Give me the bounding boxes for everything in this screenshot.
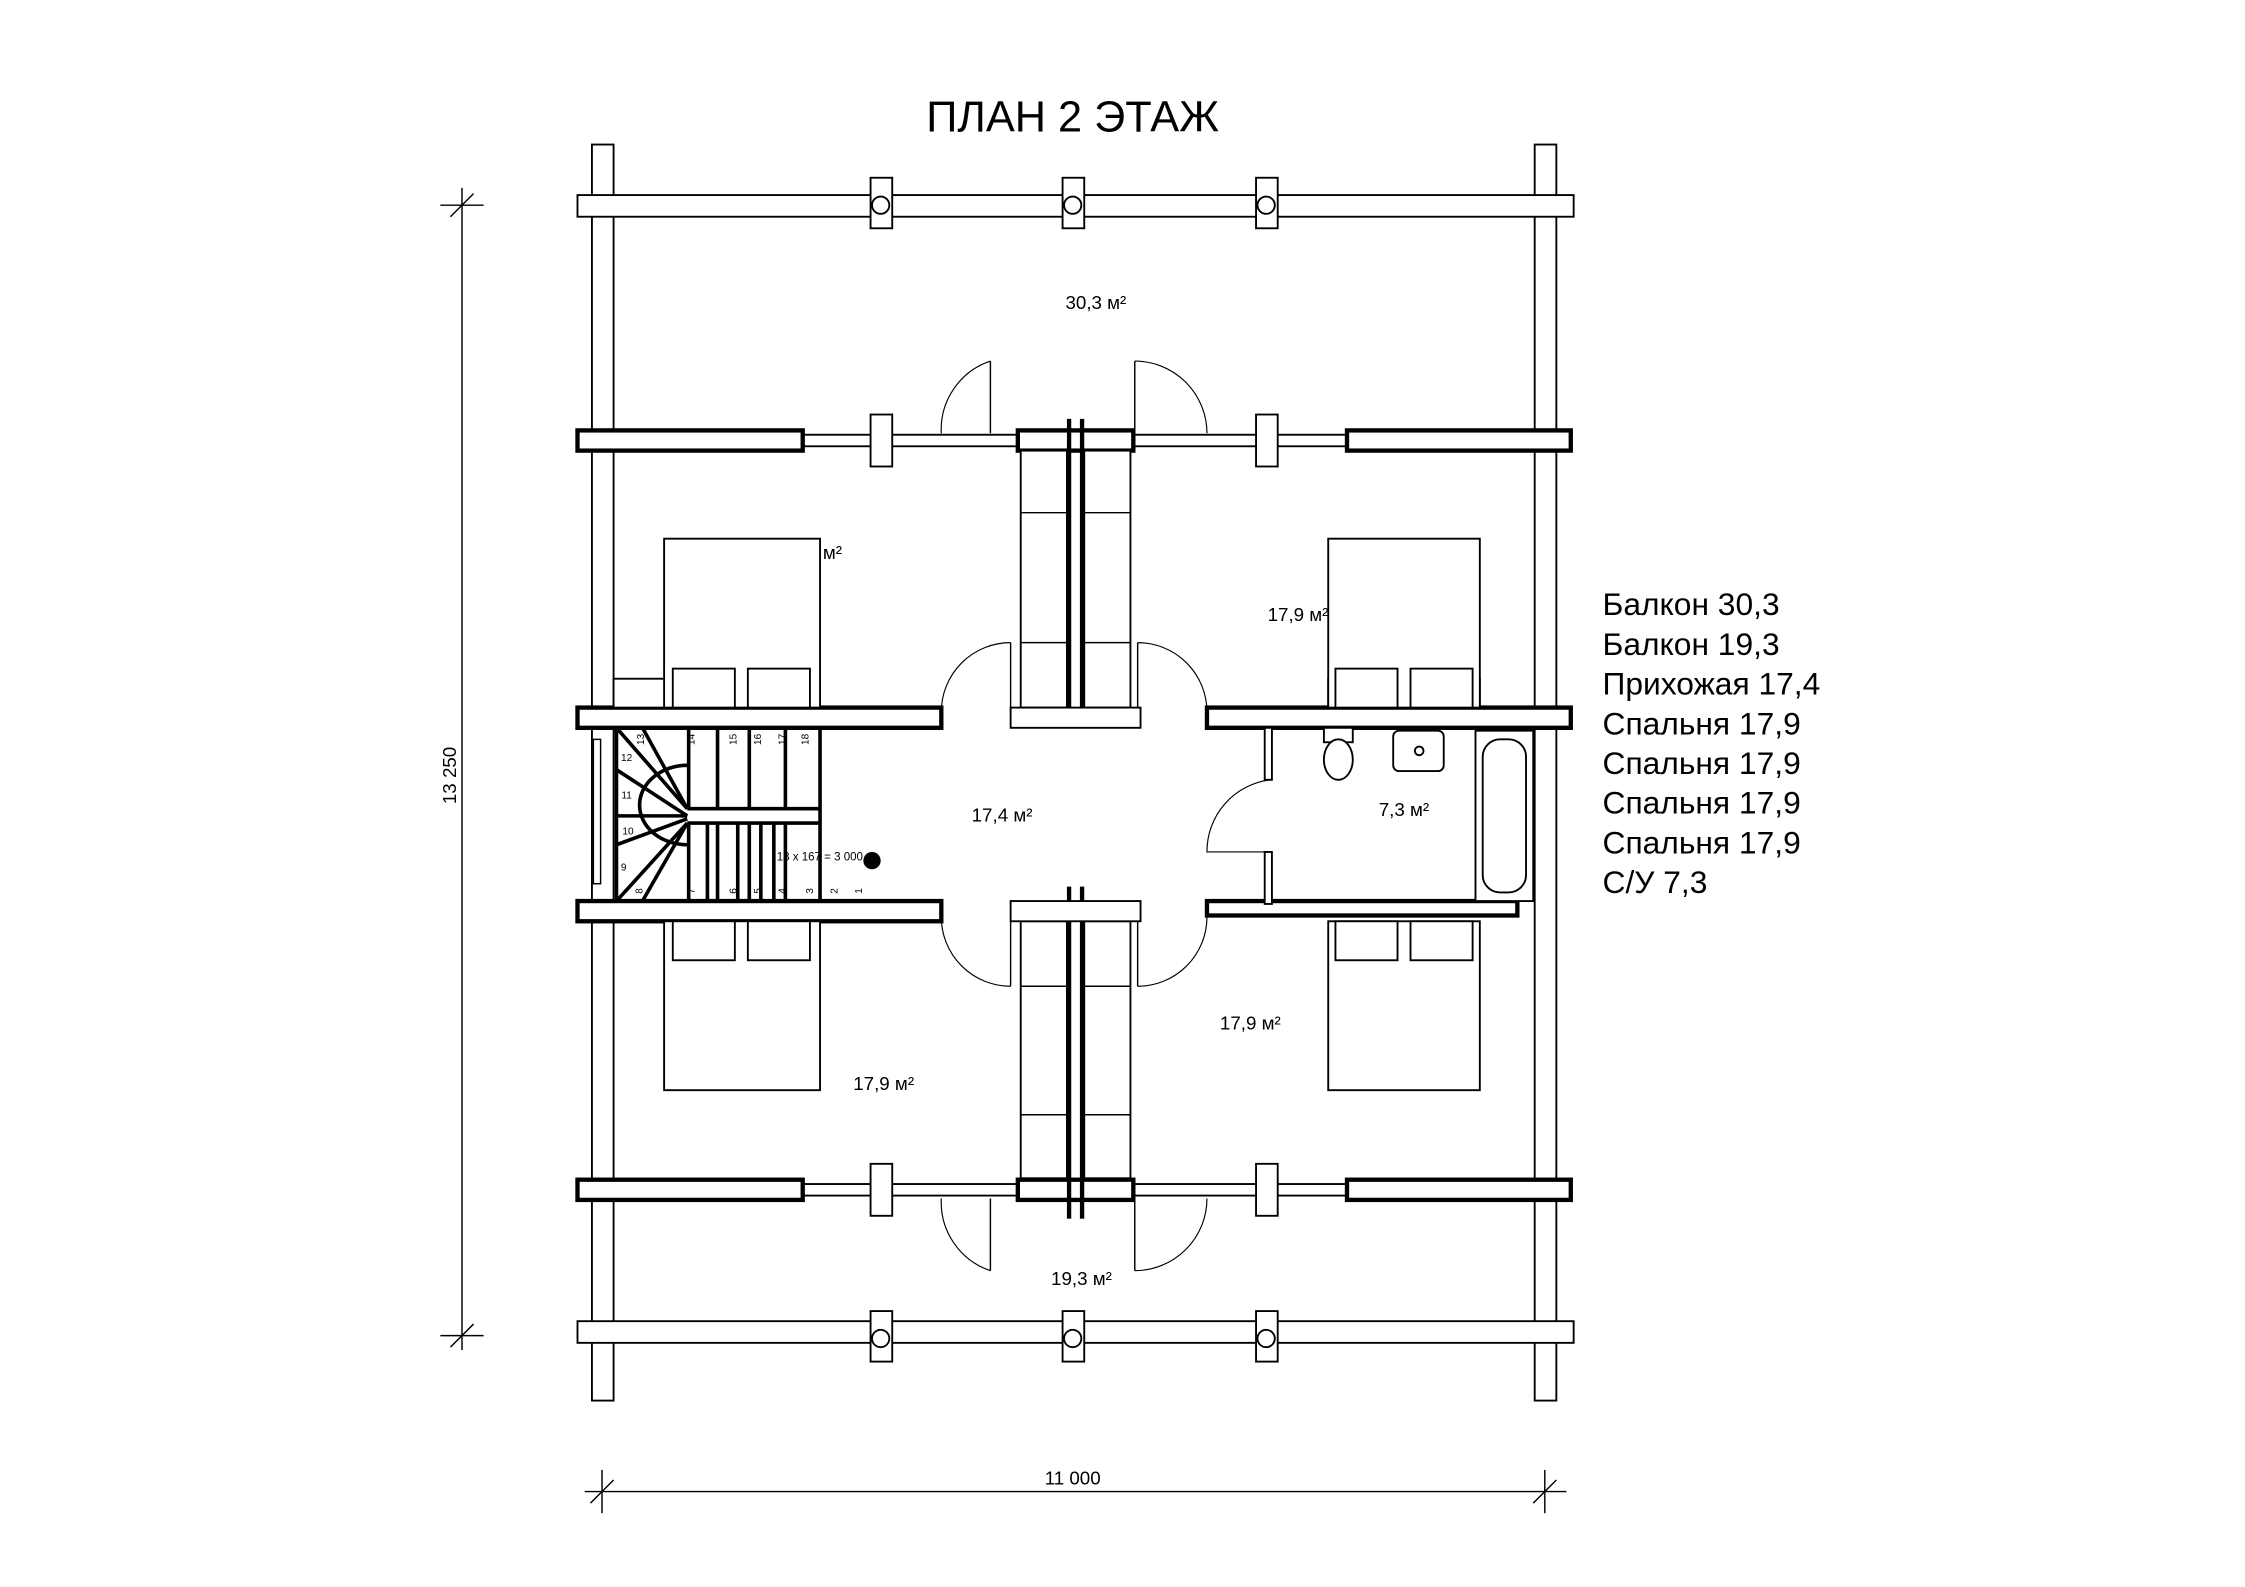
legend-item: Спальня 17,9 [1603, 824, 1801, 860]
stair-tread [615, 768, 689, 818]
legend-item: Прихожая 17,4 [1603, 666, 1821, 702]
room-area-bedroom-top-right: 17,9 м² [1268, 604, 1329, 625]
room-area-balcony-bottom: 19,3 м² [1051, 1268, 1112, 1289]
stair-step-number: 11 [621, 791, 632, 802]
stair-step-number: 18 [800, 733, 811, 745]
stair-step-number: 3 [805, 888, 816, 894]
stair-step-number: 9 [621, 863, 627, 874]
stair-step-number: 14 [686, 733, 697, 745]
doors [940, 360, 1271, 1272]
stair-tread [615, 821, 689, 903]
closets [1009, 418, 1142, 1219]
outer-walls [576, 143, 1575, 1402]
balcony-posts [869, 176, 1279, 1363]
stair-step-number: 10 [622, 827, 634, 838]
legend-item: С/У 7,3 [1603, 864, 1708, 900]
stair-tread [640, 726, 689, 810]
stair-step-number: 5 [753, 888, 764, 894]
stair-step-number: 4 [777, 888, 788, 894]
legend-item: Спальня 17,9 [1603, 705, 1801, 741]
room-area-hall: 17,4 м² [972, 805, 1033, 826]
legend-item: Балкон 19,3 [1603, 626, 1780, 662]
stair-step-number: 13 [636, 733, 647, 745]
stair-formula: 18 x 167 = 3 000 [777, 852, 863, 864]
stair-tread [640, 822, 689, 902]
stair-step-number: 2 [829, 888, 840, 894]
stair-step-number: 12 [621, 753, 633, 764]
legend-item: Спальня 17,9 [1603, 745, 1801, 781]
stair-step-number: 15 [728, 733, 739, 745]
room-area-bedroom-top-left: м² [823, 542, 842, 563]
dimension-height: 13 250 [439, 187, 484, 1351]
stair-step-number: 1 [854, 888, 865, 894]
stair-start-dot [863, 851, 881, 870]
beds: 17,9 м² [663, 537, 1481, 1092]
room-area-balcony-top: 30,3 м² [1065, 292, 1126, 313]
walls-lower [575, 1162, 1573, 1217]
stair-step-number: 16 [753, 733, 764, 745]
dimension-height-label: 13 250 [439, 747, 460, 804]
dimension-width: 11 000 [584, 1467, 1567, 1514]
plan-title: ПЛАН 2 ЭТАЖ [926, 94, 1219, 142]
stair-tread [615, 726, 689, 810]
stair-step-number: 8 [634, 888, 645, 894]
room-area-bathroom: 7,3 м² [1379, 799, 1429, 820]
legend-item: Балкон 30,3 [1603, 586, 1780, 622]
room-labels: 30,3 м² м² 17,4 м² 7,3 м² 17,9 м² 17,9 м… [823, 292, 1429, 1289]
stair-step-number: 17 [777, 733, 788, 745]
room-area-bedroom-bottom-right: 17,9 м² [1220, 1013, 1281, 1034]
room-area-bedroom-bottom-left: 17,9 м² [853, 1073, 914, 1094]
stair-step-number: 6 [728, 888, 739, 894]
dimension-width-label: 11 000 [1045, 1467, 1101, 1488]
legend-item: Спальня 17,9 [1603, 785, 1801, 821]
stair-step-number: 7 [686, 888, 697, 894]
walls-upper [575, 413, 1573, 468]
stair-tread [615, 817, 688, 847]
bathroom [1263, 726, 1535, 905]
